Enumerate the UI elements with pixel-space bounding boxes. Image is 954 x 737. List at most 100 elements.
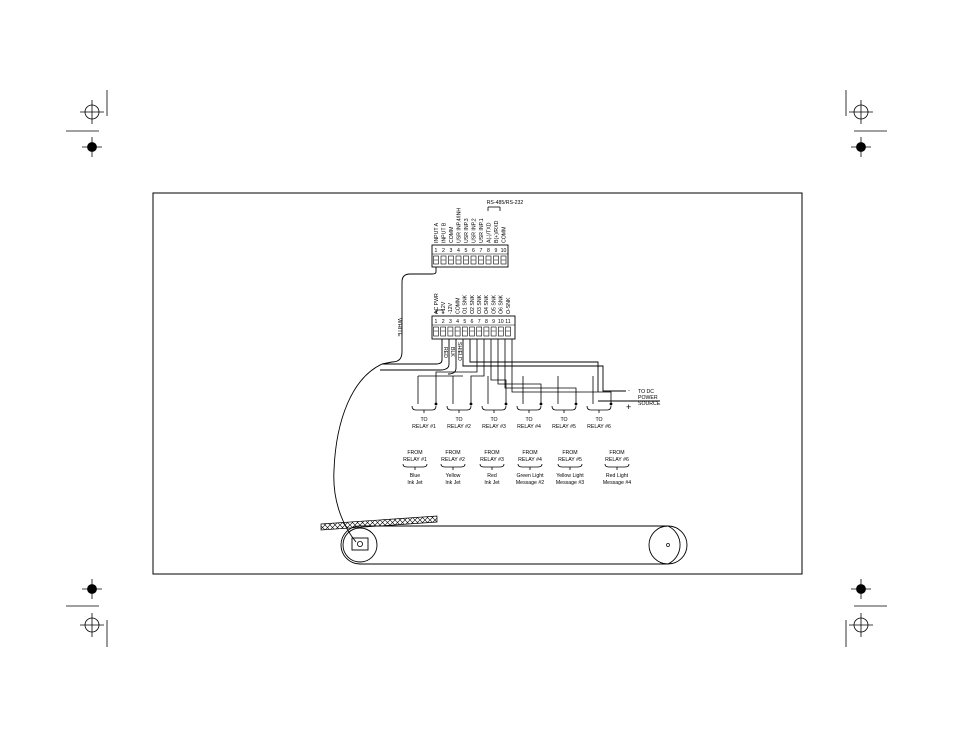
top-pin-number: 10 [501,248,507,254]
wire-junction [504,402,508,406]
device-line1: Yellow [446,473,461,479]
power-plus: + [626,402,631,412]
relay-label: RELAY #1 [412,424,436,430]
wire-junction [469,402,473,406]
relay-label: RELAY #5 [558,457,582,463]
to-label: TO [560,417,567,423]
bottom-pin-label: O2 SNK [470,294,476,314]
screw-terminal [490,326,497,337]
screw-terminal [433,326,439,337]
bottom-screw-terminals [433,326,511,337]
to-label: TO [490,417,497,423]
screw-terminal [497,326,504,337]
power-minus: - [628,388,630,394]
crop-mark-top-left [66,90,108,157]
device-line2: Message #3 [556,480,584,486]
relay-connector [516,405,542,411]
white-wire [381,267,437,365]
power-line3: SOURCE [638,401,661,407]
bottom-pin-label: +12V [441,301,447,314]
top-pin-number: 3 [450,248,453,254]
screw-terminal [440,326,447,337]
screw-terminal [448,255,454,265]
top-pin-label: B(+)/RXD [494,220,500,243]
relay-output-wires [417,339,613,406]
top-pin-label: USR INP.4/INH [456,208,462,243]
relay-connector [446,405,472,411]
device-line2: Message #2 [516,480,544,486]
top-pin-label: A(-)/TXD [486,222,492,243]
bottom-pin-number: 4 [456,319,459,325]
screw-terminal [476,326,483,337]
bottom-pin-label: O4 SNK [484,294,490,314]
shield-wire-label: SHIELD [456,342,462,361]
top-pin-number: 5 [465,248,468,254]
bottom-pin-label: COMM [455,298,461,314]
relay-connector [604,463,630,468]
relay-signal-wire [497,339,542,404]
screw-terminal [440,255,447,265]
top-pin-label: USR INP.1 [479,218,485,243]
from-label: FROM [562,450,577,456]
screw-terminal [500,255,507,265]
screw-terminal [478,255,484,265]
screw-terminal [463,255,469,265]
bottom-pin-label: -12V [448,303,454,314]
screw-terminal [493,255,499,265]
top-pin-label: COMM [501,227,507,243]
relay-connector [557,463,583,468]
crop-mark-bottom-left [66,579,108,647]
relay-connector [411,405,437,411]
relay-signal-wire [511,339,612,404]
relay-connector [440,463,466,468]
red-wire [382,339,443,365]
from-label: FROM [407,450,422,456]
device-line2: Message #4 [603,480,631,486]
crop-mark-bottom-right [845,579,887,647]
relay-connector [479,463,505,468]
device-line1: Yellow Light [556,473,584,479]
bottom-pin-number: 1 [435,319,438,325]
relay-label: RELAY #4 [517,424,541,430]
screw-terminal [455,255,462,265]
top-pin-number: 6 [472,248,475,254]
screw-terminal [461,326,468,337]
conveyor-belt [340,525,681,565]
screw-terminal [469,326,475,337]
bottom-pin-label: AC PWR [434,293,440,314]
conveyor [320,515,688,565]
to-label: TO [595,417,602,423]
device-line1: Red Light [606,473,629,479]
power-line1: TO DC [638,389,654,395]
top-pin-number: 8 [487,248,490,254]
top-pin-number: 1 [435,248,438,254]
screw-terminal [485,255,492,265]
relay-signal-wire [490,339,507,404]
relay-connector [402,463,428,468]
relay-connector [517,463,543,468]
relay-connector [551,405,577,411]
top-pin-number: 9 [495,248,498,254]
bottom-pin-number: 6 [471,319,474,325]
relay-label: RELAY #5 [552,424,576,430]
relay-label: RELAY #2 [441,457,465,463]
device-line2: Ink Jet [484,480,500,486]
blk-wire [380,339,450,371]
bottom-pin-number: 8 [485,319,488,325]
screw-terminal [505,326,511,337]
screw-terminal [447,326,454,337]
wire-junction [574,402,578,406]
relay-label: RELAY #3 [480,457,504,463]
